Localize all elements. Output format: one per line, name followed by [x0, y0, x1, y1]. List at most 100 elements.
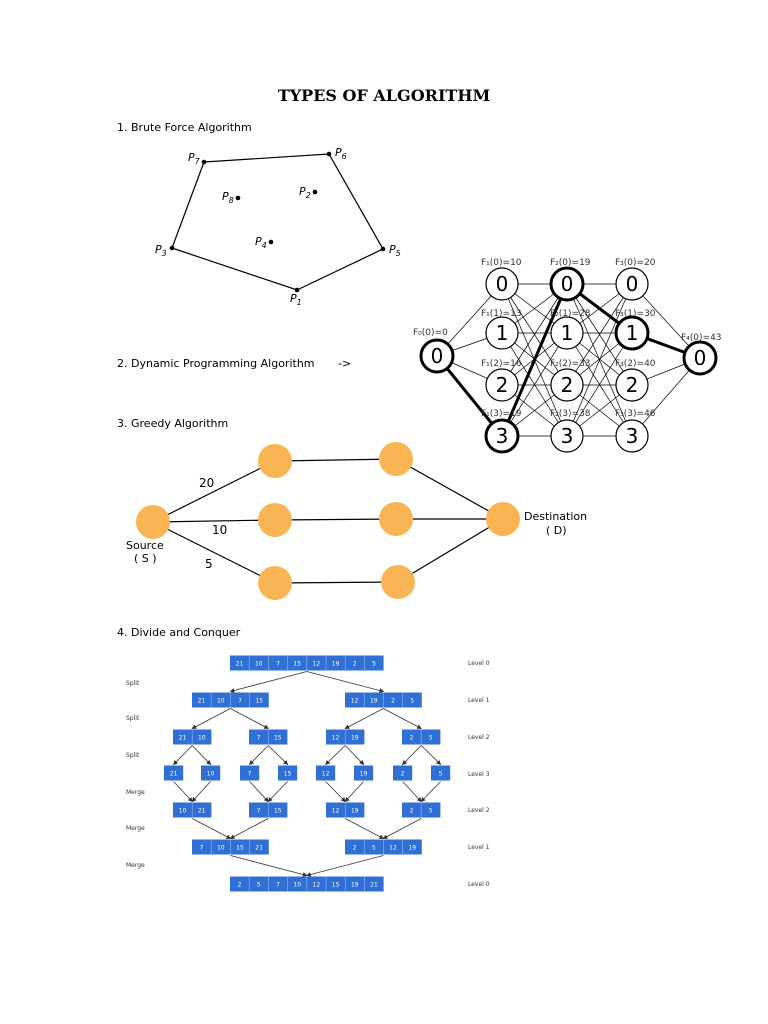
dp-node-3-2	[615, 368, 649, 402]
dc-arrow	[192, 818, 232, 839]
dc-side-label: Merge	[126, 862, 145, 869]
dp-node-start-value: 0	[431, 344, 444, 368]
dc-cell-value: 10	[217, 698, 225, 705]
dc-arrow	[306, 671, 385, 693]
dc-cell-value: 19	[351, 808, 359, 815]
dc-cell-value: 21	[198, 698, 206, 705]
greedy-node-destination	[486, 502, 520, 536]
greedy-destination-label: Destination	[524, 510, 587, 523]
dc-cell-value: 5	[257, 882, 261, 889]
dc-cell-value: 2	[353, 661, 357, 668]
dp-label-1-2: F₁(2)=16	[481, 359, 522, 369]
dp-edge	[566, 332, 633, 437]
point-label-p5: P5	[389, 243, 401, 258]
dc-level-label: Level 1	[468, 844, 490, 851]
dp-node-end-value: 0	[694, 346, 707, 370]
dc-cell-value: 15	[274, 808, 282, 815]
dc-cell-value: 15	[293, 661, 301, 668]
greedy-edge	[274, 518, 397, 521]
dp-node-3-1	[614, 315, 650, 351]
dp-node-1-3	[484, 418, 520, 454]
dp-node-2-3-value: 3	[561, 424, 574, 448]
point-p7	[201, 159, 207, 165]
dc-cell-value: 21	[170, 771, 178, 778]
dc-arrow	[325, 781, 346, 803]
dc-cell-value: 5	[372, 845, 376, 852]
point-label-p3: P3	[155, 243, 167, 258]
dp-label-3-2: F₃(2)=40	[615, 359, 656, 369]
greedy-edge	[397, 518, 504, 583]
dp-node-2-1-value: 1	[561, 321, 574, 345]
dc-cell-value: 19	[351, 735, 359, 742]
dp-node-2-0-value: 0	[561, 272, 574, 296]
point-p3	[169, 245, 175, 251]
dp-label-2-1: F₂(1)=28	[550, 309, 591, 319]
dc-cell-value: 10	[207, 771, 215, 778]
point-p2	[312, 189, 318, 195]
dc-cell-value: 7	[248, 771, 252, 778]
dp-label-2-2: F₂(2)=33	[550, 359, 591, 369]
dp-label-3-1: F₃(1)=30	[615, 309, 656, 319]
dc-level-label: Level 2	[468, 807, 490, 814]
greedy-node	[381, 565, 415, 599]
dp-node-1-2-value: 2	[496, 373, 509, 397]
dc-arrow	[191, 745, 212, 766]
dc-cell-value: 2	[353, 845, 357, 852]
greedy-destination-sub: ( D)	[546, 524, 567, 537]
dp-node-2-2	[550, 368, 584, 402]
dp-node-2-2-value: 2	[561, 373, 574, 397]
dp-node-2-0	[549, 266, 585, 302]
dc-side-label: Split	[126, 715, 140, 722]
dc-cell-value: 19	[370, 698, 378, 705]
dc-arrow	[230, 855, 308, 877]
dc-level-label: Level 0	[468, 881, 490, 888]
dc-side-label: Merge	[126, 789, 145, 796]
dp-edge	[566, 283, 633, 437]
point-label-p4: P4	[255, 235, 267, 250]
dc-group	[164, 765, 184, 781]
dp-label-2-3: F₂(3)=38	[550, 409, 591, 419]
dp-node-3-0	[615, 267, 649, 301]
greedy-weight-5: 5	[205, 557, 213, 571]
dc-cell-value: 12	[313, 661, 321, 668]
dp-node-end	[682, 340, 718, 376]
dc-level-label: Level 2	[468, 734, 490, 741]
point-label-p1: P1	[290, 292, 302, 307]
dc-cell-value: 10	[198, 735, 206, 742]
dc-cell-value: 12	[389, 845, 397, 852]
greedy-source-label: Source	[126, 539, 164, 552]
dc-arrow	[249, 745, 269, 766]
greedy-edge	[152, 519, 276, 523]
dc-cell-value: 19	[408, 845, 416, 852]
dc-group	[201, 765, 221, 781]
greedy-weight-20: 20	[199, 476, 214, 490]
dc-cell-value: 12	[351, 698, 359, 705]
dp-node-1-0	[485, 267, 519, 301]
dc-arrow	[420, 781, 441, 803]
dp-node-1-1	[485, 316, 519, 350]
dc-cell-value: 7	[238, 698, 242, 705]
dc-cell-value: 7	[257, 735, 261, 742]
dp-node-3-1-value: 1	[626, 321, 639, 345]
dp-label-1-1: F₁(1)=13	[481, 309, 522, 319]
point-p1	[294, 287, 300, 293]
dc-arrow	[229, 818, 269, 839]
dc-cell-value: 5	[410, 698, 414, 705]
greedy-edge	[152, 521, 276, 584]
dc-cell-value: 5	[429, 735, 433, 742]
dc-cell-value: 15	[332, 882, 340, 889]
dc-cell-value: 15	[255, 698, 263, 705]
dc-arrow	[191, 708, 231, 729]
dp-edge	[566, 283, 633, 386]
dc-arrow	[325, 745, 346, 766]
dc-cell-value: 2	[401, 771, 405, 778]
dp-label-1-0: F₁(0)=10	[481, 258, 522, 268]
dc-arrow	[402, 745, 422, 766]
page-title: TYPES OF ALGORITHM	[277, 86, 491, 105]
dc-cell-value: 2	[410, 808, 414, 815]
dc-cell-value: 5	[439, 771, 443, 778]
